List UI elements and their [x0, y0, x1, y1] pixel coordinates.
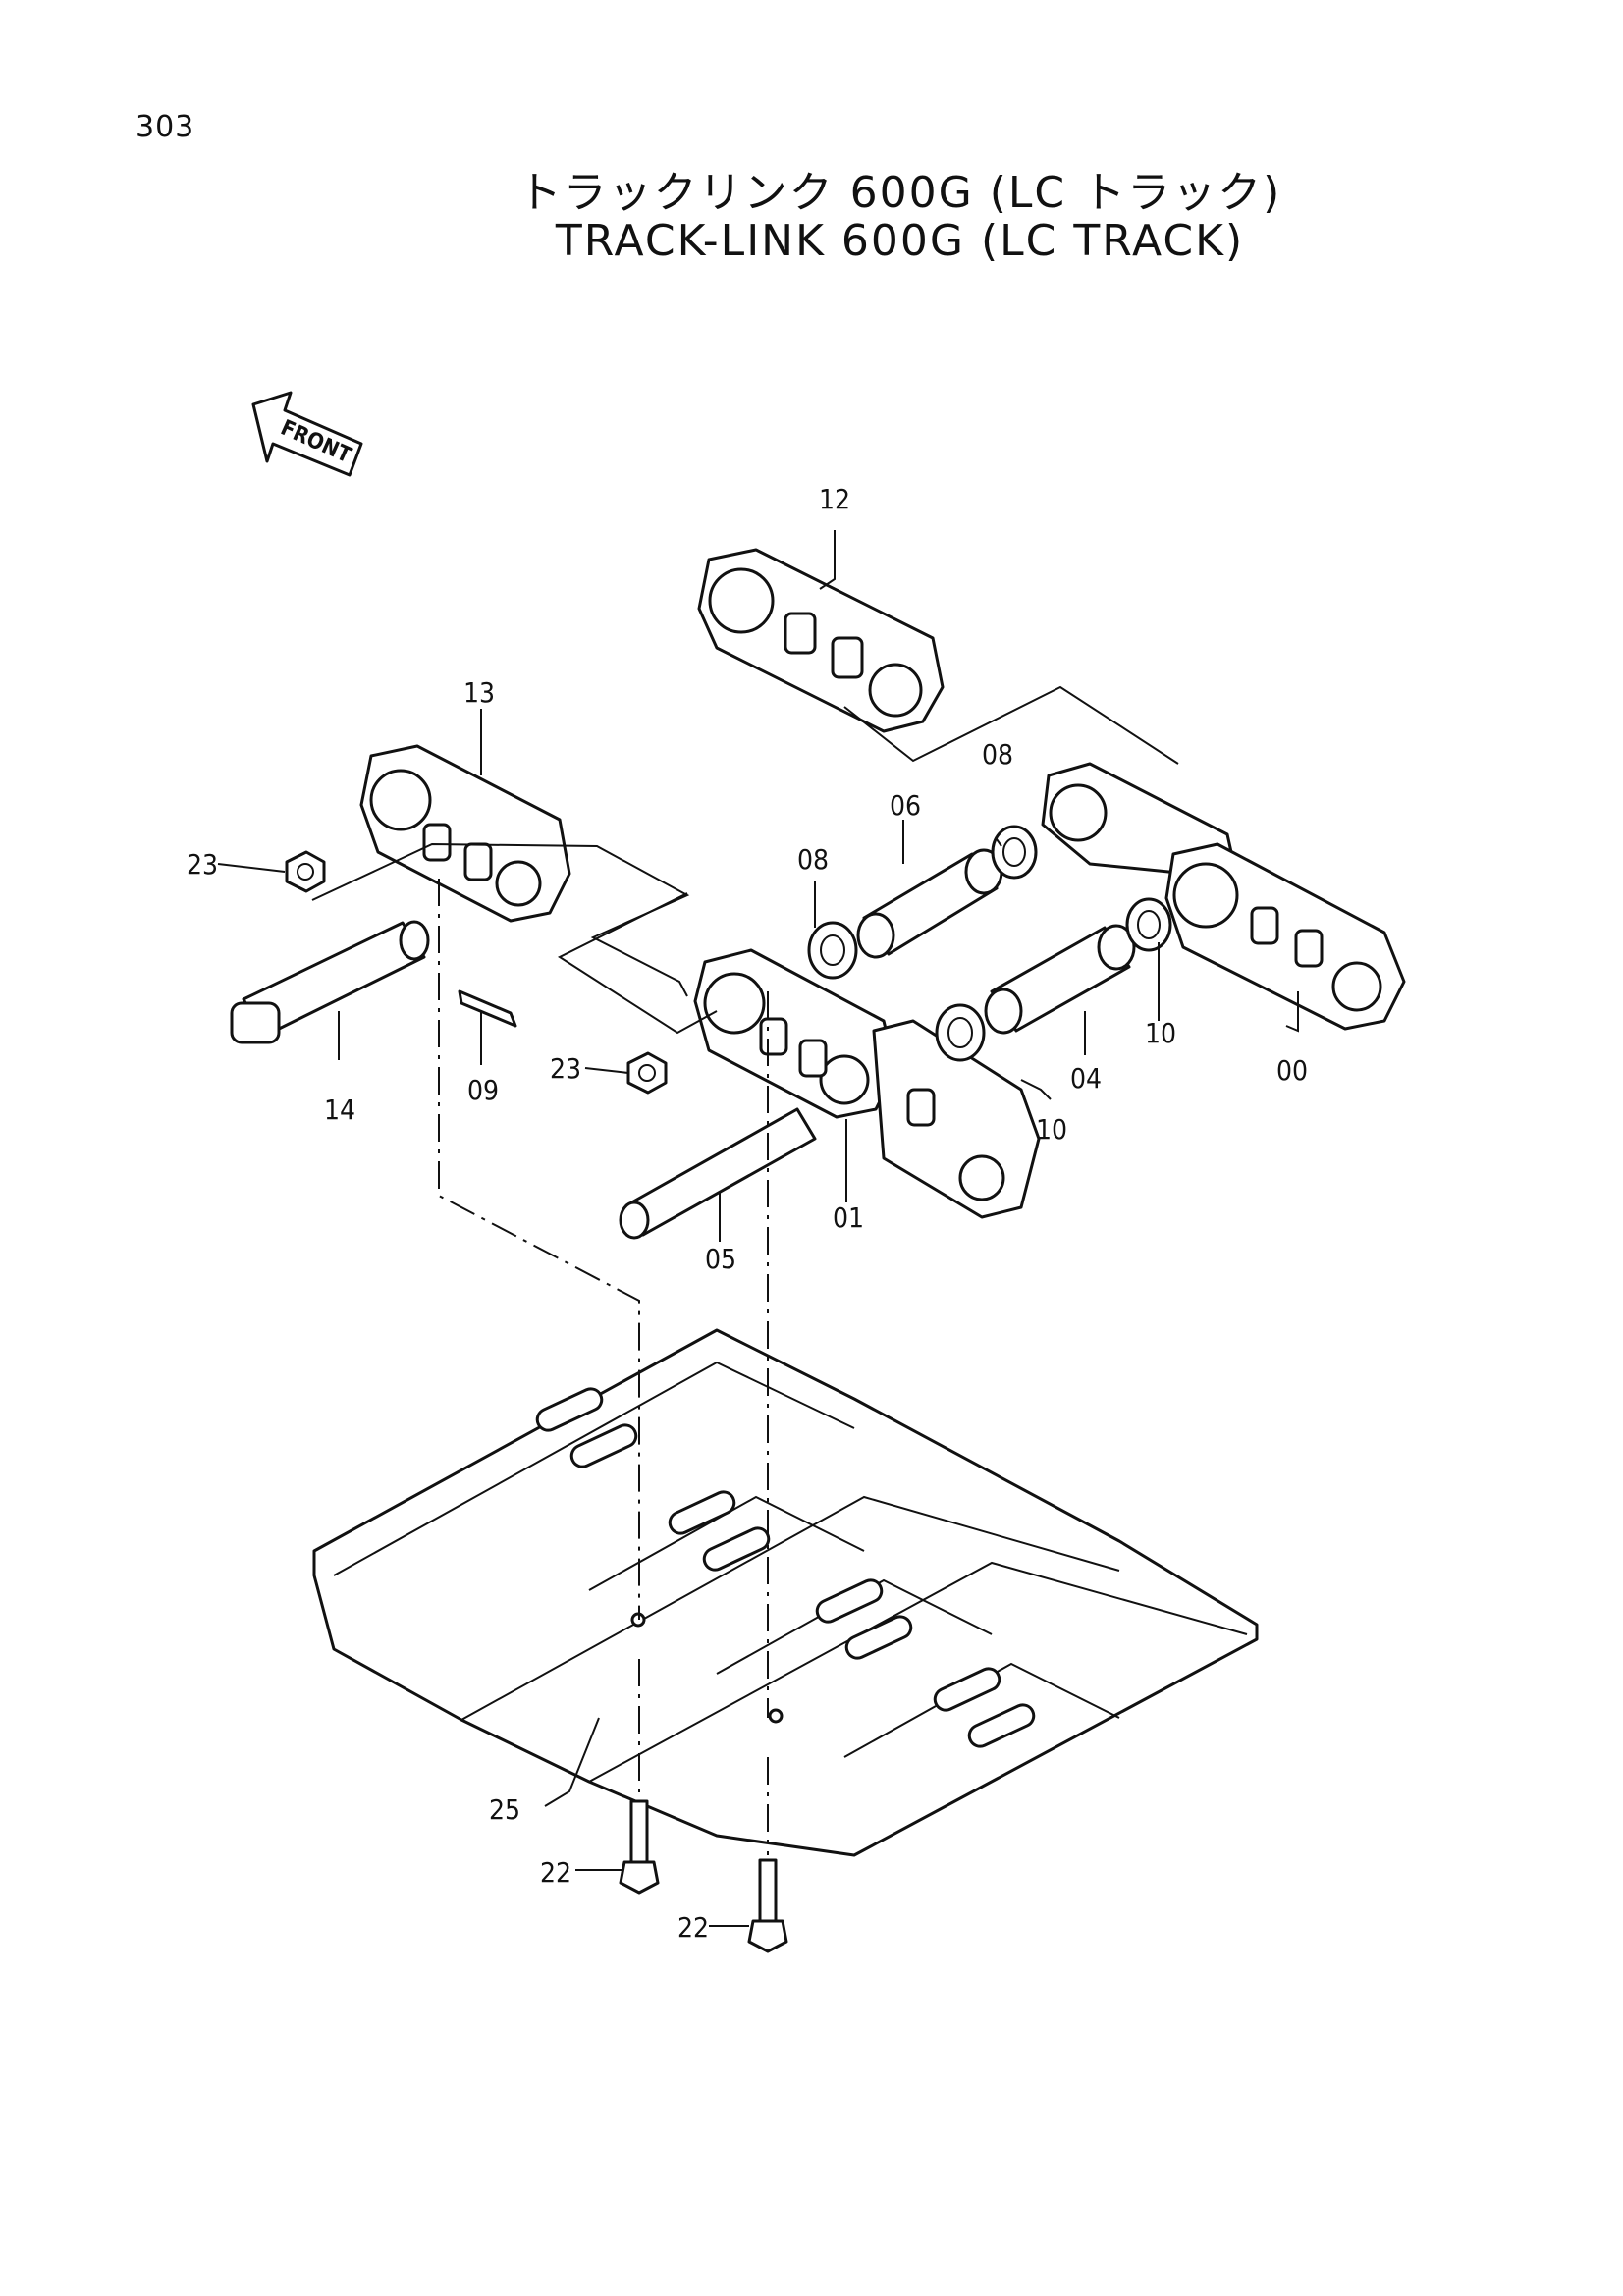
callout-12: 12 — [819, 483, 850, 515]
seal-08-left — [807, 921, 858, 980]
callout-06: 06 — [890, 789, 921, 822]
title-english: TRACK-LINK 600G (LC TRACK) — [555, 216, 1245, 266]
callout-09: 09 — [467, 1074, 499, 1106]
callout-05: 05 — [705, 1243, 736, 1275]
callout-23-upper: 23 — [187, 848, 218, 881]
callout-25: 25 — [489, 1793, 520, 1826]
seal-10-left — [935, 1003, 986, 1062]
callout-14: 14 — [324, 1094, 355, 1126]
master-pin-14 — [230, 920, 430, 1044]
callout-08-right: 08 — [982, 738, 1013, 771]
title-japanese: トラックリンク 600G (LC トラック) — [517, 168, 1282, 218]
seal-10-right — [1125, 897, 1172, 952]
callout-10-lower: 10 — [1036, 1113, 1067, 1146]
bushing-04 — [984, 924, 1136, 1035]
callout-00: 00 — [1276, 1054, 1308, 1087]
seal-08-right — [991, 825, 1038, 880]
track-link-12 — [697, 548, 945, 733]
callout-10-right: 10 — [1145, 1017, 1176, 1049]
bolt-22-right — [747, 1858, 788, 1953]
callout-08-left: 08 — [797, 843, 829, 876]
track-link-01 — [693, 948, 1041, 1219]
page-number: 303 — [135, 110, 195, 144]
bushing-06 — [856, 848, 1003, 959]
bolt-22-left — [619, 1799, 660, 1895]
callout-22-right: 22 — [677, 1911, 709, 1944]
front-arrow-icon: FRONT — [251, 391, 363, 477]
track-link-00 — [1041, 762, 1406, 1031]
track-link-13 — [359, 744, 571, 923]
callout-23-lower: 23 — [550, 1052, 581, 1085]
callout-04: 04 — [1070, 1062, 1102, 1095]
track-shoe-25 — [312, 1328, 1259, 1857]
nut-23-lower — [626, 1051, 668, 1095]
callout-01: 01 — [833, 1201, 864, 1234]
pin-05 — [619, 1107, 817, 1240]
callout-13: 13 — [463, 676, 495, 709]
callout-22-left: 22 — [540, 1856, 571, 1889]
nut-23-upper — [285, 850, 326, 893]
cotter-pin-09 — [458, 989, 517, 1028]
